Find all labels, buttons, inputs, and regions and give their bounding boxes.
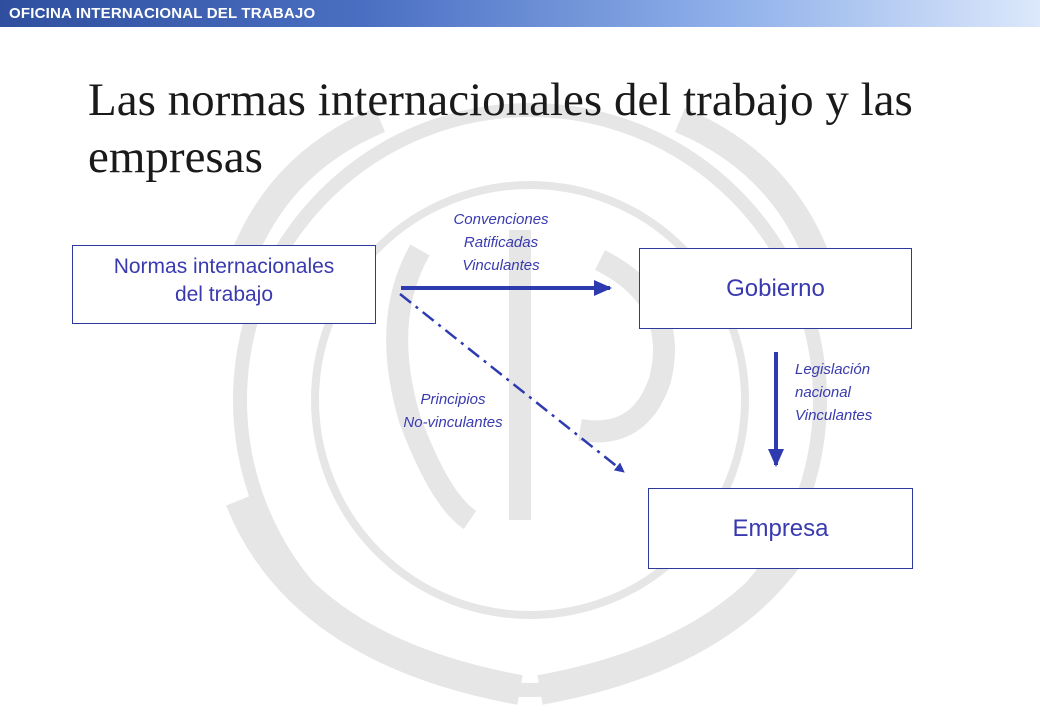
node-normas-internacionales: Normas internacionales del trabajo [72,245,376,324]
node-empresa: Empresa [648,488,913,569]
node-normas-line1: Normas internacionales [113,254,335,278]
edge-label-convenciones-line1: Convenciones [453,211,549,228]
organization-name: OFICINA INTERNACIONAL DEL TRABAJO [9,5,316,22]
node-empresa-label: Empresa [732,514,829,542]
arrow-principios [399,293,625,473]
edge-label-legislacion: Legislación nacional Vinculantes [795,358,872,427]
edge-label-convenciones: Convenciones Ratificadas Vinculantes [420,208,582,277]
slide-title: Las normas internacionales del trabajo y… [88,74,913,183]
edge-label-legislacion-line3: Vinculantes [795,407,873,424]
node-gobierno-label: Gobierno [726,274,825,302]
node-gobierno: Gobierno [639,248,912,329]
edge-label-convenciones-line2: Ratificadas [463,234,539,251]
header-bar: OFICINA INTERNACIONAL DEL TRABAJO [0,0,1040,27]
edge-label-convenciones-line3: Vinculantes [462,257,540,274]
edge-label-principios-line1: Principios [420,391,486,408]
edge-label-principios: Principios No-vinculantes [380,388,526,434]
edge-label-legislacion-line1: Legislación [795,361,871,378]
edge-label-principios-line2: No-vinculantes [403,414,503,431]
node-normas-line2: del trabajo [174,282,274,306]
edge-label-legislacion-line2: nacional [795,384,851,401]
